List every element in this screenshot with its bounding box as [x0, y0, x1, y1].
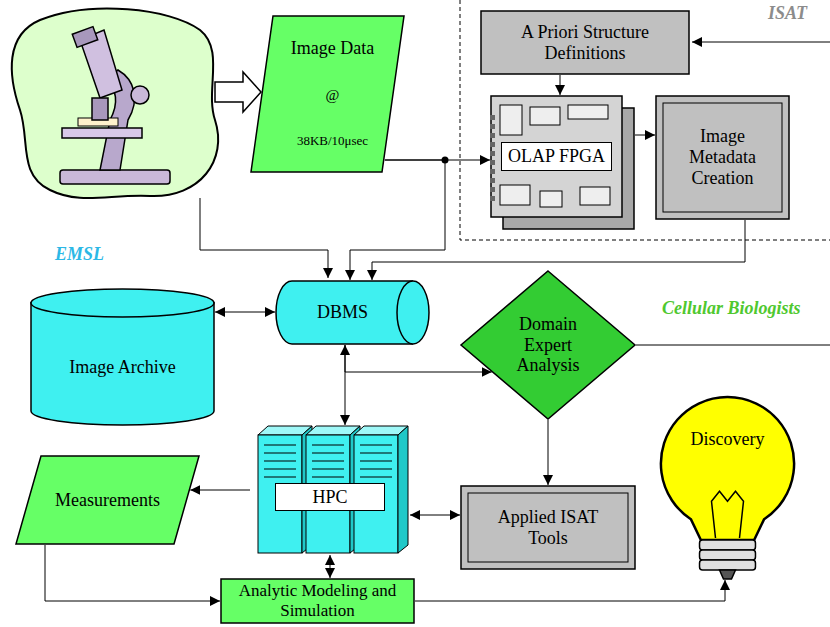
- decision-diamond: Domain Expert Analysis: [460, 270, 636, 420]
- node-text: Discovery: [691, 429, 765, 450]
- database-cylinder: DBMS: [275, 280, 430, 345]
- connector: [415, 580, 725, 601]
- feedback-arrow: [692, 42, 830, 43]
- connector: [345, 345, 346, 425]
- node-text: Image Data: [291, 38, 374, 59]
- lightbulb: Discovery: [655, 395, 800, 580]
- fpga-board: OLAP FPGA: [490, 95, 635, 230]
- node-text: HPC: [275, 483, 385, 512]
- node-text: OLAP FPGA: [501, 142, 612, 171]
- isat-region-border: [460, 0, 830, 240]
- node-text: A Priori Structure Definitions: [490, 22, 680, 63]
- connector: [215, 312, 275, 313]
- connector: [410, 515, 460, 516]
- lightbulb-outline: [655, 395, 800, 580]
- archive-cylinder-outline: [30, 288, 215, 425]
- connector: [560, 75, 561, 95]
- process-box: A Priori Structure Definitions: [480, 10, 690, 75]
- archive-cylinder: Image Archive: [30, 288, 215, 425]
- process-box: Analytic Modeling and Simulation: [220, 578, 415, 624]
- connector: [45, 545, 220, 601]
- node-text: DBMS: [317, 302, 368, 323]
- node-text: Image Archive: [69, 357, 175, 378]
- connector: [548, 420, 549, 485]
- region-label: ISAT: [768, 3, 807, 24]
- node-text: 38KB/10μsec: [297, 134, 368, 149]
- node-text: Applied ISAT Tools: [476, 507, 620, 548]
- connector: [635, 135, 655, 136]
- capture-arrow: [215, 72, 261, 112]
- node-text: Domain Expert Analysis: [502, 314, 594, 376]
- data-parallelogram: Image Data @38KB/10μsec: [250, 15, 405, 173]
- connector: [330, 555, 331, 578]
- node-text: @: [326, 87, 340, 104]
- data-parallelogram: Measurements: [15, 455, 200, 545]
- hpc-servers: HPC: [250, 425, 410, 555]
- microscope-illustration: [12, 9, 218, 198]
- node-text: Measurements: [55, 490, 160, 511]
- process-box: Applied ISAT Tools: [460, 485, 636, 570]
- region-label: Cellular Biologists: [662, 298, 801, 319]
- feedback-line: [636, 345, 830, 346]
- node-text: Analytic Modeling and Simulation: [228, 581, 407, 620]
- microscope-to-dbms-line: [200, 198, 328, 278]
- connector: [190, 490, 250, 491]
- region-label: EMSL: [55, 244, 104, 265]
- process-box: Image Metadata Creation: [655, 95, 790, 220]
- node-text: Image Metadata Creation: [671, 126, 774, 188]
